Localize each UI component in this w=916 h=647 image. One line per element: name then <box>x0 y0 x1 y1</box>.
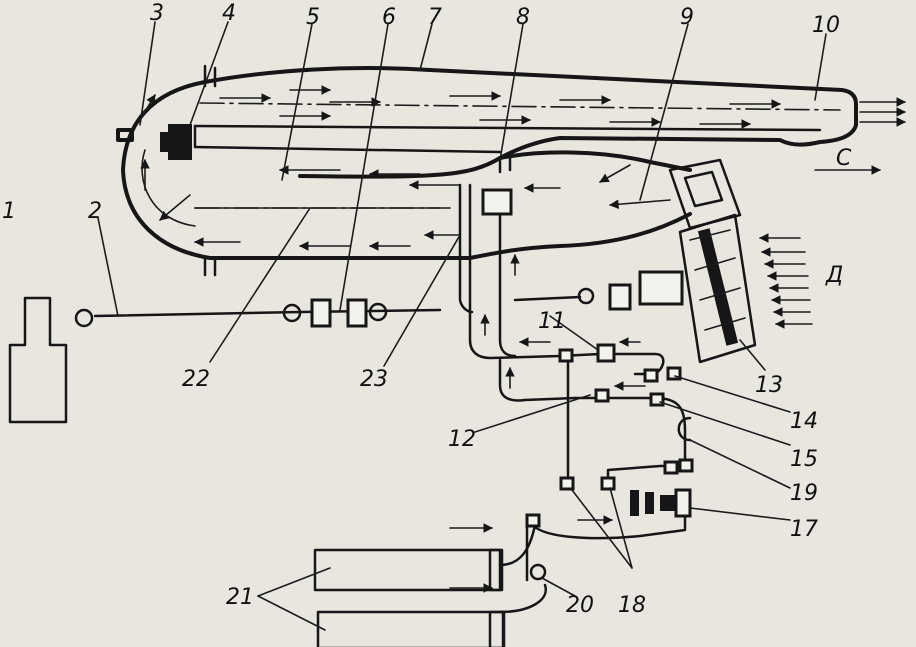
fuel-flow-arrows <box>449 254 646 593</box>
axis-centerline <box>199 102 841 111</box>
flow-arrows <box>139 85 906 251</box>
label-14: 14 <box>790 409 818 434</box>
label-19: 19 <box>790 481 818 506</box>
label-15: 15 <box>790 447 818 472</box>
label-d: Д <box>825 263 843 288</box>
leader-lines <box>97 21 827 631</box>
label-2: 2 <box>88 199 102 224</box>
label-11: 11 <box>538 309 566 334</box>
label-7: 7 <box>428 5 442 30</box>
accessory-drive <box>513 270 684 311</box>
label-12: 12 <box>448 427 476 452</box>
fuel-nozzle-8 <box>481 188 513 216</box>
impeller-block <box>168 124 192 160</box>
label-5: 5 <box>306 5 320 30</box>
intake-arrows <box>759 233 813 329</box>
label-21: 21 <box>226 585 254 610</box>
label-c: С <box>836 146 852 171</box>
generator-unit <box>8 296 68 424</box>
label-18: 18 <box>618 593 646 618</box>
reference-labels: 3 4 5 6 7 8 9 10 С 1 2 Д 11 22 23 13 14 … <box>2 1 852 618</box>
label-3: 3 <box>150 1 164 26</box>
label-20: 20 <box>566 593 594 618</box>
fuel-tanks <box>313 548 506 647</box>
label-13: 13 <box>755 373 783 398</box>
label-4: 4 <box>222 1 236 26</box>
impeller-hub <box>160 132 170 152</box>
label-8: 8 <box>516 5 530 30</box>
inlet-radiator <box>668 158 757 364</box>
label-10: 10 <box>812 13 840 38</box>
label-9: 9 <box>680 5 694 30</box>
drive-shaft <box>74 298 442 328</box>
label-22: 22 <box>182 367 210 392</box>
label-17: 17 <box>790 517 818 542</box>
fuel-system <box>458 183 694 614</box>
label-1: 1 <box>2 199 16 224</box>
label-6: 6 <box>382 5 396 30</box>
label-23: 23 <box>360 367 388 392</box>
engine-housing <box>116 64 858 277</box>
